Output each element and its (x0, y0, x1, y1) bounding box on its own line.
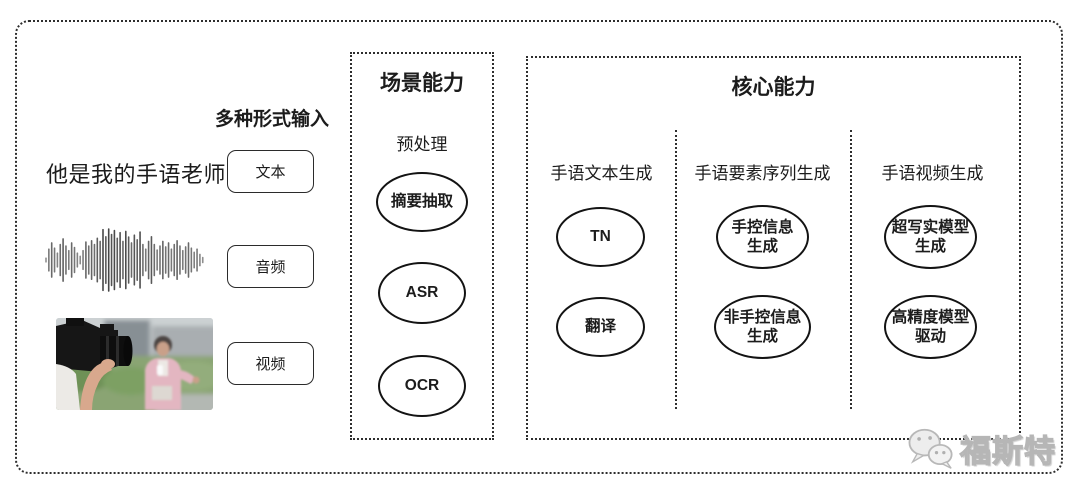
node-tn: TN (556, 207, 645, 267)
scene-capability-title: 场景能力 (380, 72, 464, 95)
node-non-manual-info-generation: 非手控信息 生成 (714, 295, 811, 359)
node-translation: 翻译 (556, 297, 645, 357)
column-header-text-generation: 手语文本生成 (550, 164, 653, 183)
audio-waveform-icon (45, 228, 204, 292)
node-hyperrealistic-model-generation: 超写实模型 生成 (884, 205, 977, 269)
column-header-video-generation: 手语视频生成 (881, 164, 984, 183)
core-capability-title: 核心能力 (731, 76, 816, 99)
wechat-icon (908, 428, 953, 469)
node-summary-extraction: 摘要抽取 (376, 172, 468, 232)
video-input-photo (56, 318, 213, 410)
column-header-element-sequence-generation: 手语要素序列生成 (694, 164, 831, 183)
outer-frame (15, 20, 1063, 474)
watermark-text: 福斯特 (959, 433, 1056, 469)
input-type-text-box: 文本 (227, 150, 314, 193)
watermark: 福斯特 (906, 426, 1056, 471)
preprocess-label: 预处理 (396, 135, 448, 154)
scene-capability-box: 场景能力 预处理 摘要抽取 ASR OCR (350, 52, 494, 440)
input-type-video-label: 视频 (255, 356, 286, 373)
column-divider (850, 130, 852, 409)
node-ocr: OCR (378, 355, 466, 417)
input-type-audio-box: 音频 (227, 245, 314, 288)
reporter-photo-illustration (56, 318, 213, 410)
sample-sentence-text: 他是我的手语老师 (46, 162, 227, 187)
column-divider (675, 130, 677, 409)
input-type-video-box: 视频 (227, 342, 314, 385)
input-type-audio-label: 音频 (255, 259, 286, 276)
core-capability-box: 核心能力 手语文本生成 手语要素序列生成 手语视频生成 TN 翻译 手控信息 生… (526, 56, 1021, 440)
input-type-text-label: 文本 (255, 164, 286, 181)
node-asr: ASR (378, 262, 466, 324)
node-manual-info-generation: 手控信息 生成 (716, 205, 809, 269)
node-high-precision-model-driving: 高精度模型 驱动 (884, 295, 977, 359)
input-section-label: 多种形式输入 (214, 109, 329, 130)
